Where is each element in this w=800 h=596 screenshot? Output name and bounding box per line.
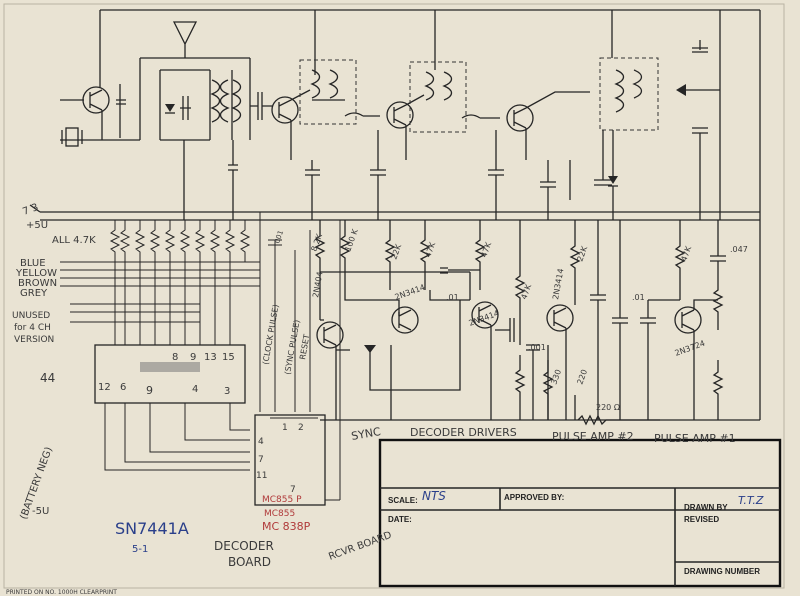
transistor-sync <box>316 321 344 349</box>
decoder-drivers-label: DECODER DRIVERS <box>410 426 517 439</box>
all-4-7k-label: ALL 4.7K <box>52 235 96 246</box>
margin-mark: 44 <box>40 371 55 385</box>
ic-bottom-pin-5: 3 <box>224 386 230 397</box>
transistor-pulse-2 <box>546 304 574 332</box>
ic2-pin-6: 7 <box>290 485 296 495</box>
ic-top-pin-4: 15 <box>222 352 235 363</box>
wire-brown-label: BROWN <box>18 278 57 289</box>
driver-section <box>314 220 760 426</box>
date-label: DATE: <box>388 515 412 524</box>
ic2-pin-1: 1 <box>282 423 288 433</box>
title-block <box>378 438 782 588</box>
ic-top-pin-2: 9 <box>190 352 196 363</box>
c-001-label: .001 <box>528 343 546 352</box>
c-01-label-2: .01 <box>632 293 645 302</box>
transistor-if1 <box>271 96 299 124</box>
ic2-pin-4: 7 <box>258 455 264 465</box>
for-4ch-label: for 4 CH <box>14 323 51 333</box>
ic2-pin-3: 2 <box>298 423 304 433</box>
part-note-1: MC 838P <box>262 520 311 533</box>
drawn-label: DRAWN BY <box>684 503 728 512</box>
ic-part-label: SN7441A <box>115 519 189 538</box>
approved-label: APPROVED BY: <box>504 493 564 502</box>
wire-blue-label: BLUE <box>20 258 46 269</box>
part-note-2: MC855 P <box>262 495 302 505</box>
ic-bottom-pin-1: 12 <box>98 382 111 393</box>
antenna-icon <box>172 21 198 58</box>
c-047-label: .047 <box>730 245 748 254</box>
crystal-icon <box>61 127 83 147</box>
rf-section <box>60 9 761 420</box>
c-01-label: .01 <box>446 293 459 302</box>
ic-top-pin-1: 8 <box>172 352 178 363</box>
revised-label: REVISED <box>684 515 719 524</box>
part-note-3: MC855 <box>264 509 295 519</box>
ic-bottom-pin-2: 6 <box>120 382 126 393</box>
voltage-top-mark: 7 3 <box>21 202 40 218</box>
board-label: BOARD <box>228 555 271 569</box>
version-label: VERSION <box>14 335 54 345</box>
battery-voltage-label: -5U <box>32 506 49 517</box>
ic-top-pin-3: 13 <box>204 352 217 363</box>
bottom-strip-text: PRINTED ON NO. 1000H CLEARPRINT <box>6 589 117 596</box>
diode-detector-icon <box>608 130 618 220</box>
ic2-pin-2: 4 <box>258 437 264 447</box>
decoder-ic <box>94 344 250 471</box>
transistor-driver-2 <box>471 301 499 329</box>
drawn-value: T.T.Z <box>738 494 764 507</box>
diode-icon <box>165 104 175 114</box>
transistor-pulse-1 <box>674 306 702 334</box>
voltage-top-label: +5U <box>26 220 48 231</box>
ic-bottom-pin-3: 9 <box>146 384 153 397</box>
scale-value: NTS <box>422 489 446 503</box>
r-220-ohm-label: 220 Ω <box>596 403 620 412</box>
pulse-amp-1-label: PULSE AMP #1 <box>654 432 736 445</box>
unused-label: UNUSED <box>12 311 50 321</box>
counter-ic <box>254 414 326 506</box>
transistor-if3 <box>506 104 534 132</box>
sync-section-label: SYNC <box>350 425 382 443</box>
transistor-if2 <box>386 101 414 129</box>
pulse-amp-2-label: PULSE AMP #2 <box>552 430 634 443</box>
wire-grey-label: GREY <box>20 288 48 299</box>
paper-edge <box>3 3 785 589</box>
ic-part-sub-label: 5-1 <box>132 544 148 555</box>
ic-bottom-pin-4: 4 <box>192 384 198 395</box>
reset-label: RESET <box>298 333 311 360</box>
ic2-pin-5: 11 <box>256 471 267 481</box>
wire-yellow-label: YELLOW <box>15 268 57 279</box>
resistor-bank <box>60 220 260 345</box>
scale-label: SCALE: <box>388 496 418 505</box>
decoder-board-label: DECODER <box>214 539 274 553</box>
drawing-number-label: DRAWING NUMBER <box>684 567 760 576</box>
